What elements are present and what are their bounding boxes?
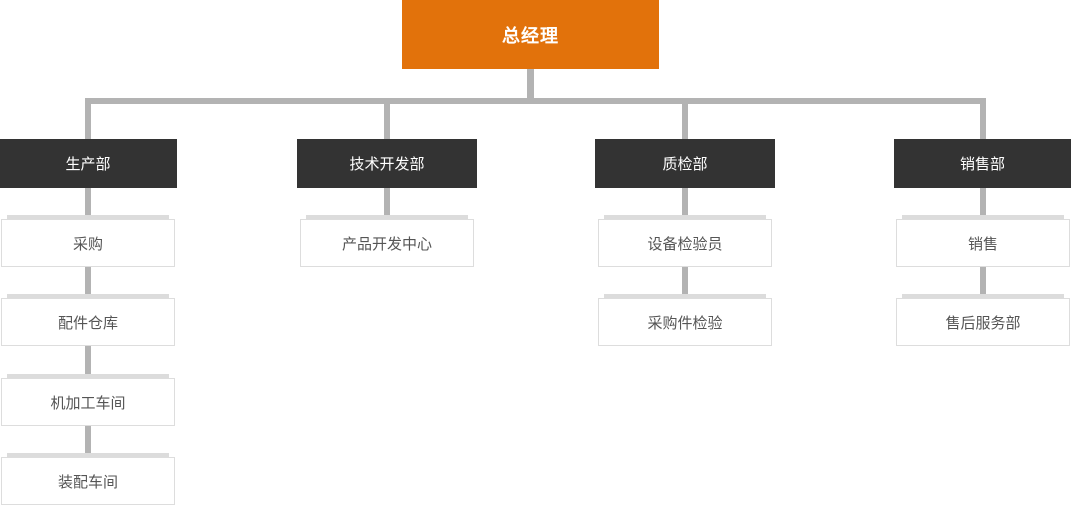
org-node-label: 采购 [72,235,103,253]
org-node-label: 售后服务部 [945,314,1021,332]
org-node-production-dept[interactable]: 生产部 [0,139,177,188]
org-node-purchased-parts-inspection[interactable]: 采购件检验 [598,294,772,346]
org-node-quality-inspection-dept[interactable]: 质检部 [595,139,775,188]
org-node-label: 技术开发部 [349,156,425,173]
org-node-machining-workshop[interactable]: 机加工车间 [1,374,175,426]
org-node-label: 质检部 [662,156,708,173]
org-node-label: 装配车间 [57,473,118,491]
org-node-assembly-workshop[interactable]: 装配车间 [1,453,175,505]
org-node-label: 机加工车间 [50,394,126,412]
org-node-label: 设备检验员 [647,235,723,253]
connector-root-stub [527,69,534,100]
org-node-equipment-inspector[interactable]: 设备检验员 [598,215,772,267]
connector-column-quality-inspection [682,104,688,307]
org-node-label: 采购件检验 [647,314,723,332]
org-node-label: 总经理 [502,25,559,46]
org-node-procurement[interactable]: 采购 [1,215,175,267]
org-node-label: 生产部 [65,156,111,173]
org-node-parts-warehouse[interactable]: 配件仓库 [1,294,175,346]
connector-horizontal-bar [85,98,986,104]
org-node-tech-development-dept[interactable]: 技术开发部 [297,139,477,188]
org-node-label: 产品开发中心 [341,235,432,253]
org-node-product-dev-center[interactable]: 产品开发中心 [300,215,474,267]
org-node-after-sales-service[interactable]: 售后服务部 [896,294,1070,346]
connector-column-sales [980,104,986,307]
org-node-general-manager[interactable]: 总经理 [402,0,659,69]
org-node-label: 销售部 [959,156,1005,173]
connector-column-production [85,104,91,466]
org-node-sales-dept[interactable]: 销售部 [894,139,1071,188]
org-node-sales[interactable]: 销售 [896,215,1070,267]
org-node-label: 配件仓库 [57,314,118,332]
org-node-label: 销售 [967,235,998,253]
